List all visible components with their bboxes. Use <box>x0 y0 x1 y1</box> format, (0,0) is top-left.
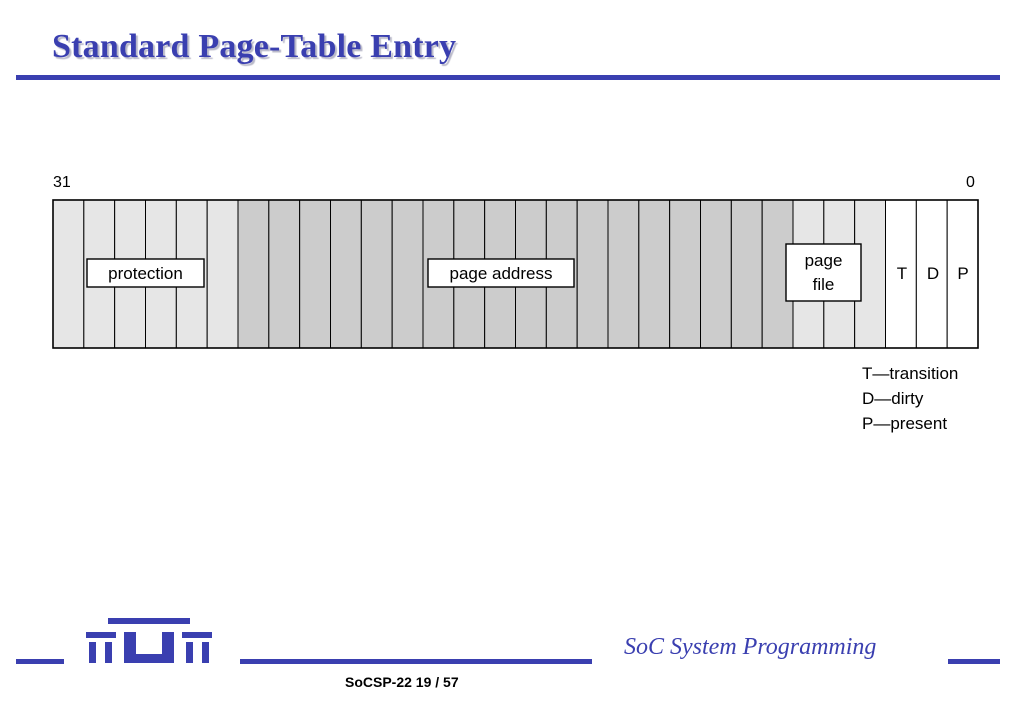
page-file-label-line1: page <box>805 251 843 270</box>
bit-cell <box>700 199 732 349</box>
protection-field-box <box>86 258 205 288</box>
bit-cell <box>330 199 362 349</box>
footer-rule-middle <box>240 659 592 664</box>
page-file-field-box <box>785 243 862 302</box>
page-address-field-box <box>427 258 575 288</box>
bit-cell <box>885 199 917 349</box>
bit-cell <box>576 199 609 349</box>
dirty-bit-label: D <box>927 264 939 283</box>
bit-cell <box>607 199 640 349</box>
bit-cell <box>946 199 979 349</box>
bit-cell <box>638 199 671 349</box>
page-file-label-line2: file <box>813 275 835 294</box>
legend-desc: —transition <box>872 364 959 383</box>
page-number: SoCSP-22 19 / 57 <box>345 674 459 690</box>
footer-rule-right <box>948 659 1000 664</box>
page-address-field-label: page address <box>449 264 552 283</box>
protection-field-label: protection <box>108 264 183 283</box>
bit-cell <box>268 199 301 349</box>
bit-cell <box>391 199 424 349</box>
bit-cell <box>669 199 702 349</box>
bit-cell <box>52 199 85 349</box>
legend: T—transition D—dirty P—present <box>862 361 958 436</box>
bit-31-label: 31 <box>53 174 71 191</box>
legend-key: T <box>862 364 873 383</box>
legend-row-transition: T—transition <box>862 361 958 386</box>
legend-row-dirty: D—dirty <box>862 386 958 411</box>
legend-row-present: P—present <box>862 411 958 436</box>
bit-0-label: 0 <box>966 174 975 191</box>
legend-key: P <box>862 414 874 433</box>
slide-title: Standard Page-Table Entry <box>52 28 457 65</box>
bit-cell <box>730 199 763 349</box>
legend-desc: —dirty <box>874 389 924 408</box>
title-divider <box>16 75 1000 80</box>
course-title: SoC System Programming <box>624 634 877 660</box>
present-bit-label: P <box>957 264 968 283</box>
entry-outline <box>52 199 979 349</box>
bit-cell <box>299 199 331 349</box>
bit-cell <box>237 199 270 349</box>
transition-bit-label: T <box>897 264 907 283</box>
bit-cell <box>915 199 948 349</box>
legend-desc: —present <box>873 414 948 433</box>
bit-cell <box>360 199 393 349</box>
legend-key: D <box>862 389 875 408</box>
bit-cell <box>206 199 239 349</box>
footer-rule-left <box>16 659 64 664</box>
tut-logo <box>86 618 212 663</box>
